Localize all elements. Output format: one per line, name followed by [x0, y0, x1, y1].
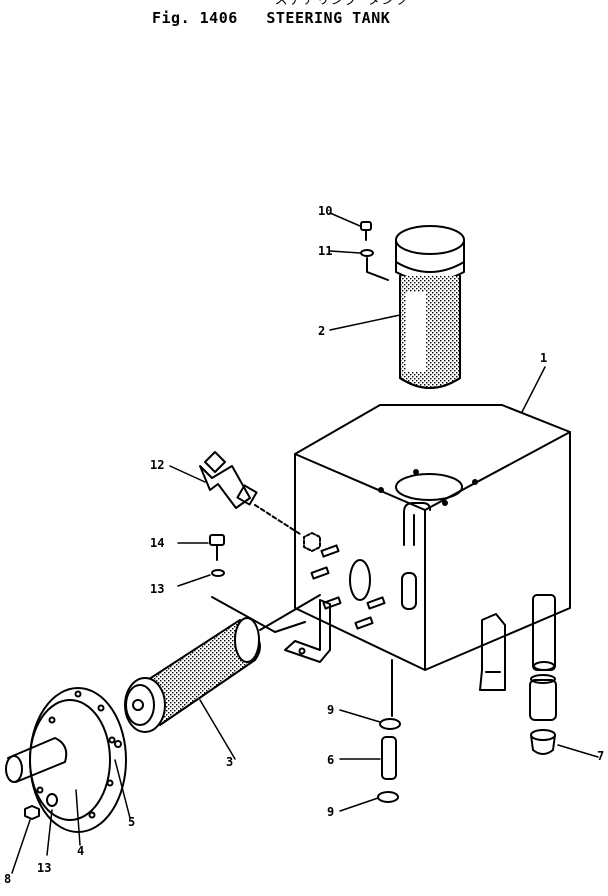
filler-strainer	[395, 225, 465, 389]
callout-1: 1	[540, 351, 548, 365]
callout-4: 4	[77, 844, 85, 858]
filter-element	[124, 594, 321, 733]
callout-5: 5	[128, 815, 136, 829]
clamp-9-lower	[377, 791, 399, 803]
callout-7: 7	[597, 749, 605, 763]
washer-13-upper	[211, 569, 225, 577]
drain-plug-7	[530, 729, 556, 755]
steering-tank-body	[284, 404, 571, 721]
callout-14: 14	[150, 536, 165, 550]
bolt-10	[360, 221, 372, 241]
hose-6	[381, 736, 397, 780]
callout-13-upper: 13	[150, 582, 165, 596]
figure-title: Fig. 1406 STEERING TANK	[152, 9, 390, 27]
figure-subtitle-japanese: ステアリング タンク	[274, 0, 410, 8]
callout-8: 8	[4, 872, 12, 886]
callout-10: 10	[318, 204, 333, 218]
washer-11	[360, 249, 374, 257]
leader-13-bracket	[211, 596, 306, 633]
leader-11-strainer	[366, 257, 389, 281]
callout-11: 11	[318, 244, 333, 258]
callout-3: 3	[226, 755, 234, 769]
callout-6: 6	[327, 753, 335, 767]
clamp-9-upper	[379, 718, 401, 730]
flange-cover	[5, 687, 127, 833]
elbow-fitting-12	[199, 451, 321, 552]
bolt-14	[209, 534, 225, 561]
callout-13-lower: 13	[37, 861, 52, 875]
figure-number: Fig. 1406	[152, 9, 238, 27]
washer-13-lower	[46, 793, 58, 807]
callout-9-upper: 9	[327, 703, 335, 717]
callout-9-lower: 9	[327, 805, 335, 819]
callout-12: 12	[150, 458, 165, 472]
callout-2: 2	[318, 324, 326, 338]
figure-name: STEERING TANK	[266, 9, 391, 27]
nut-8	[24, 805, 40, 820]
